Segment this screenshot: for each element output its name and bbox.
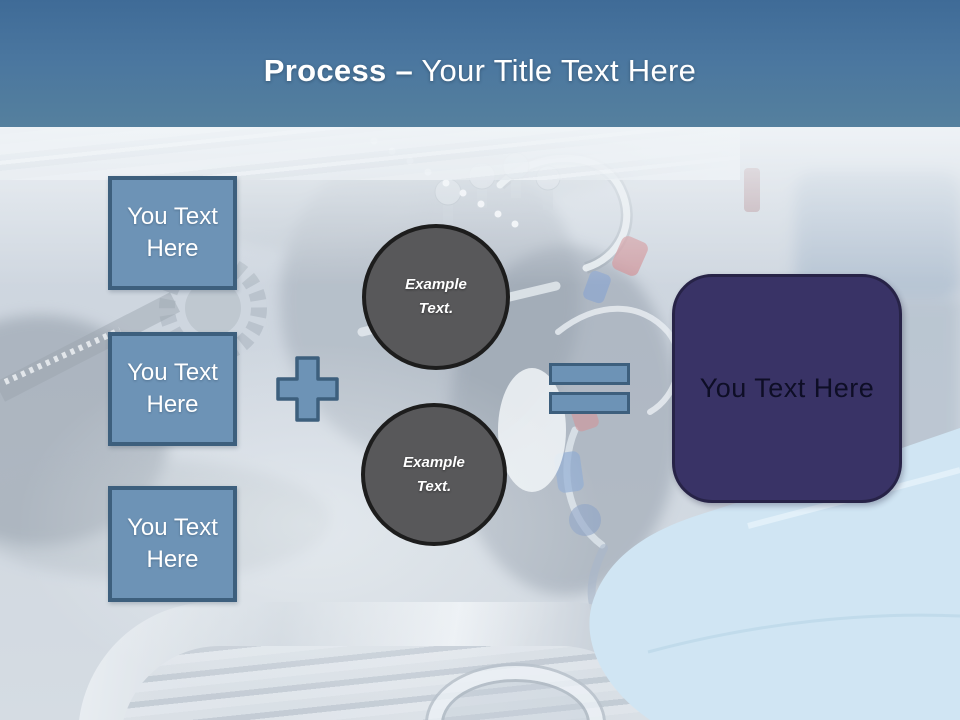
result-box[interactable]: You Text Here	[672, 274, 902, 503]
plus-icon[interactable]	[270, 350, 344, 428]
input-box-1[interactable]: You Text Here	[108, 176, 237, 290]
example-circle-1[interactable]: Example Text.	[362, 224, 510, 370]
title-rest: Your Title Text Here	[421, 53, 697, 88]
equals-bar-bottom	[549, 392, 630, 414]
input-box-2-label: You Text Here	[127, 359, 218, 418]
title-dash: –	[395, 53, 414, 88]
example-circle-1-label: Example Text.	[405, 276, 467, 317]
equals-bar-top	[549, 363, 630, 385]
input-box-3-label: You Text Here	[127, 514, 218, 573]
title-bold: Process	[263, 53, 387, 88]
result-box-label: You Text Here	[699, 373, 875, 403]
input-box-3[interactable]: You Text Here	[108, 486, 237, 602]
input-box-2[interactable]: You Text Here	[108, 332, 237, 446]
example-circle-2-label: Example Text.	[403, 453, 465, 495]
page-title[interactable]: Process – Your Title Text Here	[0, 53, 960, 89]
header-band	[0, 0, 960, 127]
example-circle-2[interactable]: Example Text.	[361, 403, 507, 546]
input-box-1-label: You Text Here	[127, 203, 218, 262]
